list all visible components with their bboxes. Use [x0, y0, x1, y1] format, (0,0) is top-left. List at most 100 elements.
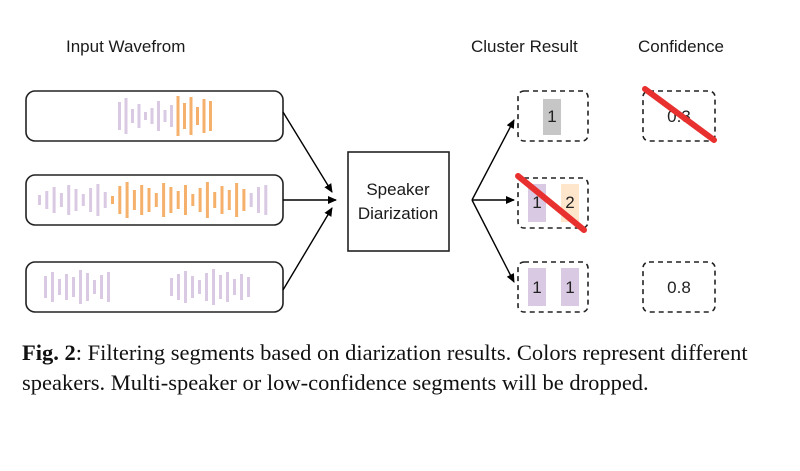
cluster-1-speaker-label: 1 [547, 107, 556, 126]
waveform-bar [176, 191, 180, 209]
cluster-2-speaker-label-1: 1 [532, 193, 541, 212]
waveform-bar [213, 192, 217, 208]
waveform-bar [169, 187, 173, 213]
confidence-1-drop-strike [642, 86, 717, 143]
cluster-box-3 [517, 261, 589, 313]
waveform-bar [59, 193, 63, 207]
cluster-1-segment-gray [543, 99, 561, 135]
waveform-bar [242, 189, 246, 211]
caption-tag: Fig. 2 [22, 340, 76, 365]
waveform-bar [233, 279, 236, 295]
cluster-2-speaker-label-2: 2 [565, 193, 574, 212]
waveform-bar [191, 194, 195, 206]
waveform-bar [65, 274, 68, 300]
waveform-bar [74, 189, 78, 211]
waveform-bar [191, 276, 194, 298]
waveform-bar [198, 188, 202, 212]
waveform-bar [79, 270, 82, 304]
waveform-bar [176, 96, 180, 136]
diarization-diagram: Input Wavefrom Cluster Result Confidence… [25, 37, 724, 313]
waveform-bar [257, 187, 260, 213]
waveform-bar [137, 104, 141, 128]
waveform-bar [205, 273, 208, 301]
waveform-bar [96, 184, 100, 216]
waveform-bar [81, 194, 85, 206]
waveform-bar [162, 183, 166, 217]
waveform-bar [196, 107, 199, 125]
cluster-box-1 [517, 90, 589, 142]
confidence-box-3 [642, 261, 716, 313]
waveform-bar [177, 274, 180, 300]
waveform-bar [198, 280, 201, 294]
waveform-bar [100, 275, 103, 299]
waveform-bar [202, 99, 206, 133]
waveform-bar [58, 279, 61, 295]
cluster-result-header: Cluster Result [471, 37, 578, 56]
waveform-bar [103, 192, 107, 208]
diarization-label-line2: Diarization [358, 204, 438, 223]
waveform-bar [72, 277, 75, 297]
waveform-bar [170, 105, 173, 127]
waveform-bar [170, 278, 173, 296]
waveform-bar [52, 187, 56, 213]
waveform-bar [154, 193, 158, 207]
waveform-box-3 [25, 261, 284, 313]
confidence-header: Confidence [638, 37, 724, 56]
waveform-bar [235, 183, 239, 217]
cluster-2-drop-strike [515, 173, 587, 233]
waveform-bar [44, 276, 47, 298]
waveform-bar [38, 195, 41, 205]
arrow-to-cluster-3 [471, 199, 515, 283]
cluster-box-2 [517, 177, 589, 229]
cluster-3-segment-purple-2 [561, 268, 579, 306]
figure-caption: Fig. 2: Filtering segments based on diar… [22, 338, 782, 398]
confidence-box-1 [642, 90, 716, 142]
waveform-bar [150, 108, 154, 124]
waveform-bar [184, 185, 187, 215]
waveform-bar [209, 101, 212, 131]
arrow-to-cluster-1 [471, 119, 515, 201]
waveform-bar [125, 182, 129, 218]
arrow-wave1-to-diarization [282, 111, 333, 193]
waveform-bar [212, 269, 215, 305]
waveform-bar [140, 185, 144, 215]
cluster-3-speaker-label-1: 1 [532, 278, 541, 297]
waveform-bar [226, 272, 229, 302]
waveform-bar [132, 190, 136, 210]
waveform-bar [157, 101, 160, 131]
waveform-bar [131, 109, 134, 123]
speaker-diarization-box [347, 151, 450, 252]
waveform-bar [240, 274, 243, 300]
arrow-wave3-to-diarization [282, 207, 333, 291]
waveform-bar [205, 182, 209, 218]
cluster-3-speaker-label-2: 1 [565, 278, 574, 297]
waveform-bar [107, 272, 110, 302]
waveform-bar [118, 186, 122, 214]
waveform-bar [147, 188, 151, 212]
diarization-label-line1: Speaker [366, 180, 430, 199]
waveform-bar [220, 186, 224, 214]
waveform-bar [124, 98, 128, 134]
confidence-value-3: 0.8 [667, 278, 691, 297]
waveform-bar [51, 272, 54, 302]
waveform-bar [111, 196, 114, 204]
waveform-bar [189, 97, 193, 135]
waveform-bar [93, 280, 96, 294]
input-waveform-header: Input Wavefrom [66, 37, 185, 56]
waveform-bar [227, 190, 231, 210]
waveform-bar [89, 188, 93, 212]
waveform-bar [184, 271, 187, 303]
waveform-bar [86, 273, 89, 301]
waveform-bar [247, 277, 250, 297]
waveform-bar [219, 275, 222, 299]
waveform-3-bars [44, 269, 250, 305]
waveform-2-bars [38, 182, 268, 218]
waveform-bar [163, 110, 167, 122]
cluster-3-segment-purple-1 [528, 268, 546, 306]
waveform-bar [45, 191, 49, 209]
waveform-1-bars [118, 96, 212, 136]
waveform-bar [67, 185, 71, 215]
waveform-box-1 [25, 90, 284, 142]
waveform-bar [183, 103, 186, 129]
waveform-bar [249, 193, 253, 207]
